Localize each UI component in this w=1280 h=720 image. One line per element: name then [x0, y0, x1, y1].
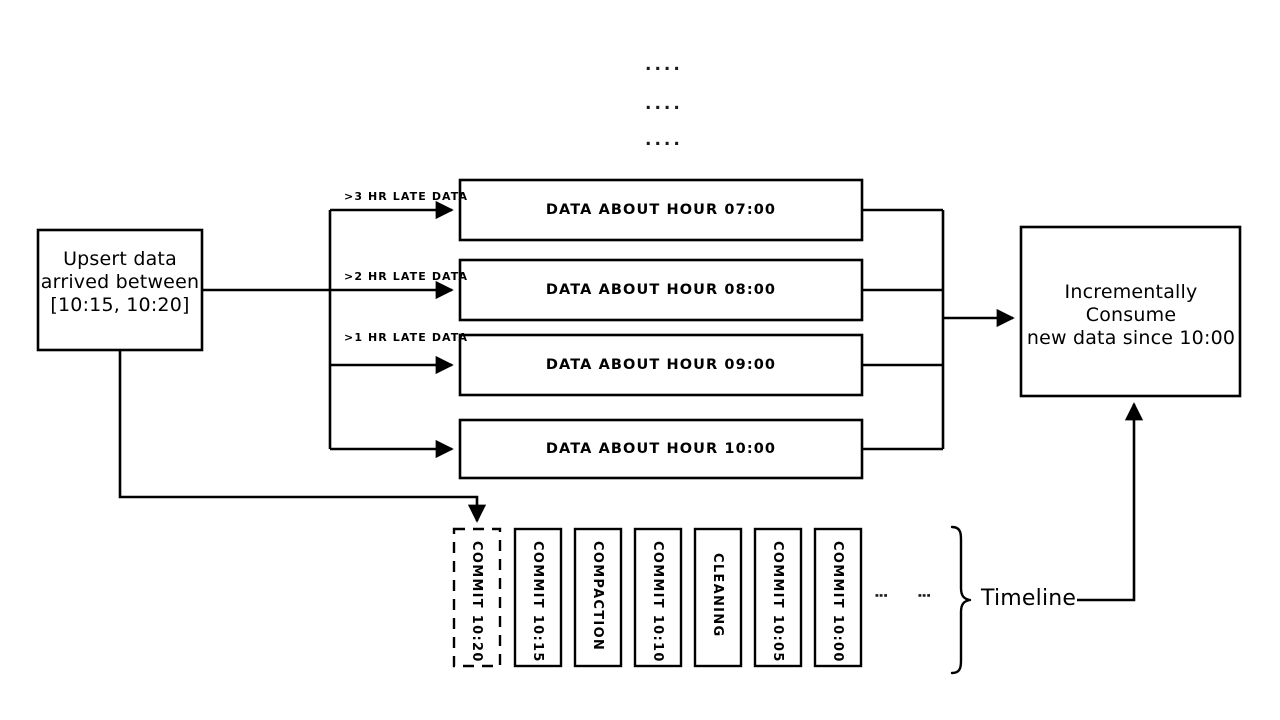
- hour-box-outline-1: [458, 178, 864, 242]
- commit-box-label-4: COMMIT 10:10: [650, 541, 665, 663]
- edge-label-1hr: >1 HR LATE DATA: [344, 331, 469, 344]
- commit-box-label-5: CLEANING: [710, 553, 725, 638]
- commit-box-label-6: COMMIT 10:05: [770, 541, 785, 663]
- commit-box-outline-6[interactable]: [753, 527, 803, 668]
- timeline-brace-icon: [950, 525, 972, 675]
- upsert-box-label: Upsert data arrived between [10:15, 10:2…: [40, 248, 200, 317]
- commit-box-outline-7[interactable]: [813, 527, 863, 668]
- commit-box-label-3: COMPACTION: [590, 541, 605, 652]
- hour-box-label-1: DATA ABOUT HOUR 07:00: [545, 202, 777, 218]
- timeline-ellipsis-2: ⋮: [915, 588, 933, 605]
- edge-timeline-to-consume: [1077, 402, 1144, 602]
- hour-box-outline-4: [458, 418, 864, 480]
- edge-label-2hr: >2 HR LATE DATA: [344, 270, 469, 283]
- edge-label-3hr: >3 HR LATE DATA: [344, 190, 469, 203]
- commit-box-outline-2[interactable]: [513, 527, 563, 668]
- commit-box-label-1: COMMIT 10:20: [469, 541, 484, 663]
- timeline-label: Timeline: [981, 586, 1077, 611]
- commit-box-outline-3[interactable]: [573, 527, 623, 668]
- commit-box-label-2: COMMIT 10:15: [530, 541, 545, 663]
- hour-box-outline-2: [458, 258, 864, 322]
- commit-box-outline-1[interactable]: [452, 527, 502, 668]
- top-ellipsis-2: ....: [645, 94, 683, 114]
- hour-box-label-2: DATA ABOUT HOUR 08:00: [545, 282, 777, 298]
- top-ellipsis-3: ....: [645, 130, 683, 150]
- consume-box-outline: [1019, 225, 1242, 398]
- hour-box-label-3: DATA ABOUT HOUR 09:00: [545, 357, 777, 373]
- upsert-box-outline: [36, 228, 204, 352]
- consume-box-label: Incrementally Consume new data since 10:…: [1026, 281, 1236, 350]
- timeline-ellipsis-1: ⋮: [872, 588, 890, 605]
- top-ellipsis-1: ....: [645, 55, 683, 75]
- edge-source-to-commit: [118, 350, 487, 523]
- commit-box-outline-5[interactable]: [693, 527, 743, 668]
- commit-box-label-7: COMMIT 10:00: [830, 541, 845, 663]
- commit-box-outline-4[interactable]: [633, 527, 683, 668]
- hour-box-label-4: DATA ABOUT HOUR 10:00: [545, 441, 777, 457]
